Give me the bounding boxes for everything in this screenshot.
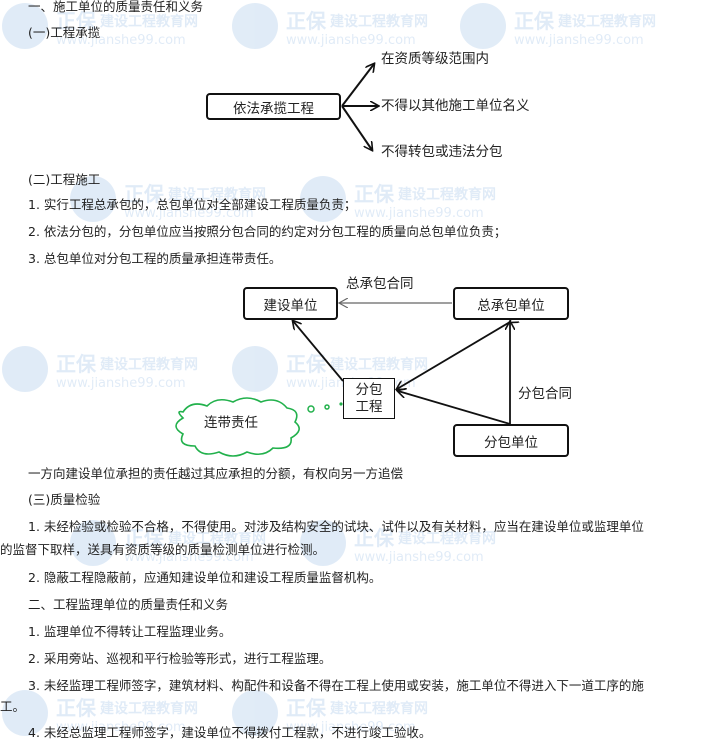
box-owner: 建设单位 [243, 287, 338, 320]
list-item: 1. 实行工程总承包的，总包单位对全部建设工程质量负责； [28, 197, 357, 212]
arrow-branch-1 [341, 64, 374, 107]
list-item: 1. 未经检验或检验不合格，不得使用。对涉及结构安全的试块、试件以及有关材料，应… [28, 519, 644, 534]
branch-no-other-name: 不得以其他施工单位名义 [381, 98, 530, 114]
label-joint-liability: 连带责任 [204, 415, 258, 431]
list-item: 1. 监理单位不得转让工程监理业务。 [28, 624, 232, 639]
cloud-shape [175, 397, 300, 457]
subsection-1-title: (一)工程承揽 [28, 25, 101, 40]
box-subcontractor: 分包单位 [453, 424, 569, 457]
cloud-dot [307, 405, 315, 413]
box-lawful-contracting: 依法承揽工程 [206, 93, 341, 120]
subwork-line-1: 分包 [355, 381, 383, 398]
label-general-contract: 总承包合同 [346, 276, 414, 292]
list-item-continuation: 工。 [0, 699, 26, 714]
arrow-sub-to-subwork [398, 391, 511, 425]
list-item: 2. 隐蔽工程隐蔽前，应通知建设单位和建设工程质量监督机构。 [28, 570, 382, 585]
list-item: 3. 总包单位对分包工程的质量承担连带责任。 [28, 251, 282, 266]
list-item: 3. 未经监理工程师签字，建筑材料、构配件和设备不得在工程上使用或安装，施工单位… [28, 678, 644, 693]
branch-qualification-scope: 在资质等级范围内 [381, 51, 489, 67]
subsection-2-title: (二)工程施工 [28, 172, 101, 187]
box-general-contractor: 总承包单位 [453, 287, 569, 320]
list-item-continuation: 的监督下取样，送具有资质等级的质量检测单位进行检测。 [0, 542, 326, 557]
subsection-3-title: (三)质量检验 [28, 492, 101, 507]
branch-no-transfer: 不得转包或违法分包 [381, 144, 503, 160]
note-recourse: 一方向建设单位承担的责任越过其应承担的分额，有权向另一方追偿 [28, 466, 404, 481]
section-2-title: 二、工程监理单位的质量责任和义务 [28, 597, 229, 612]
arrow-branch-3 [341, 105, 372, 150]
section-1-title: 一、施工单位的质量责任和义务 [28, 0, 204, 14]
arrow-subwork-to-owner [293, 321, 344, 382]
label-sub-contract: 分包合同 [518, 386, 572, 402]
list-item: 2. 依法分包的，分包单位应当按照分包合同的约定对分包工程的质量向总包单位负责； [28, 224, 507, 239]
list-item: 2. 采用旁站、巡视和平行检验等形式，进行工程监理。 [28, 651, 332, 666]
arrow-gc-to-subwork [397, 322, 510, 389]
cloud-dot [339, 402, 343, 406]
subwork-line-2: 工程 [355, 398, 383, 415]
cloud-dot [324, 404, 330, 410]
box-subcontracted-work: 分包 工程 [343, 378, 395, 419]
list-item: 4. 未经总监理工程师签字，建设单位不得拨付工程款，不进行竣工验收。 [28, 725, 432, 740]
